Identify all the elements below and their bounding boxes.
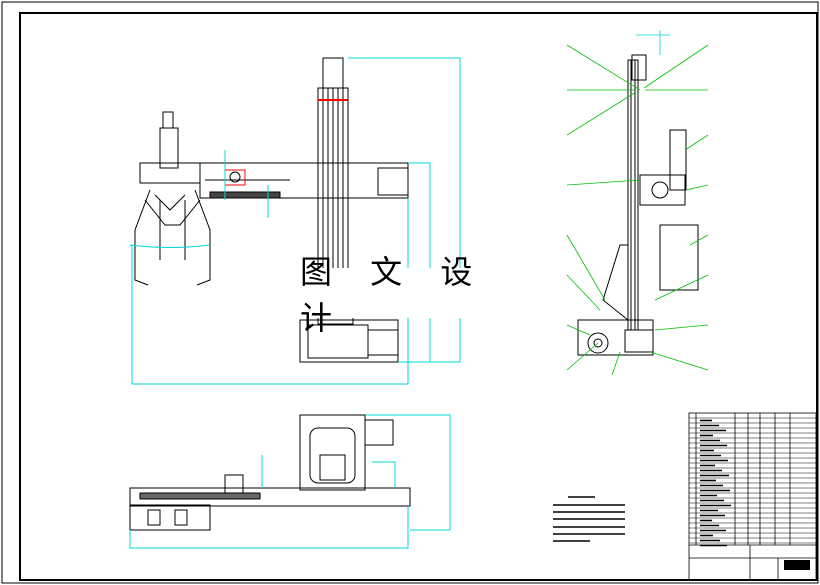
horizontal-arm xyxy=(199,162,409,199)
top-gripper xyxy=(129,504,211,531)
technical-notes xyxy=(553,496,625,542)
title-box xyxy=(784,560,810,570)
side-view xyxy=(577,54,699,356)
parts-list-text xyxy=(700,419,731,547)
drawing-frame xyxy=(19,12,818,581)
top-dimensions xyxy=(129,414,451,549)
side-support xyxy=(602,244,629,322)
side-leaders xyxy=(566,44,709,376)
base-motor xyxy=(299,315,399,363)
top-base-plate xyxy=(129,487,411,507)
parts-list-rows xyxy=(689,417,816,544)
top-column-housing xyxy=(299,414,366,491)
gripper xyxy=(129,111,211,286)
watermark-title: 图 文 设 计 xyxy=(300,253,520,337)
side-column xyxy=(627,59,639,331)
side-dimensions xyxy=(636,30,670,55)
side-motor xyxy=(659,224,699,291)
top-view xyxy=(129,414,411,531)
